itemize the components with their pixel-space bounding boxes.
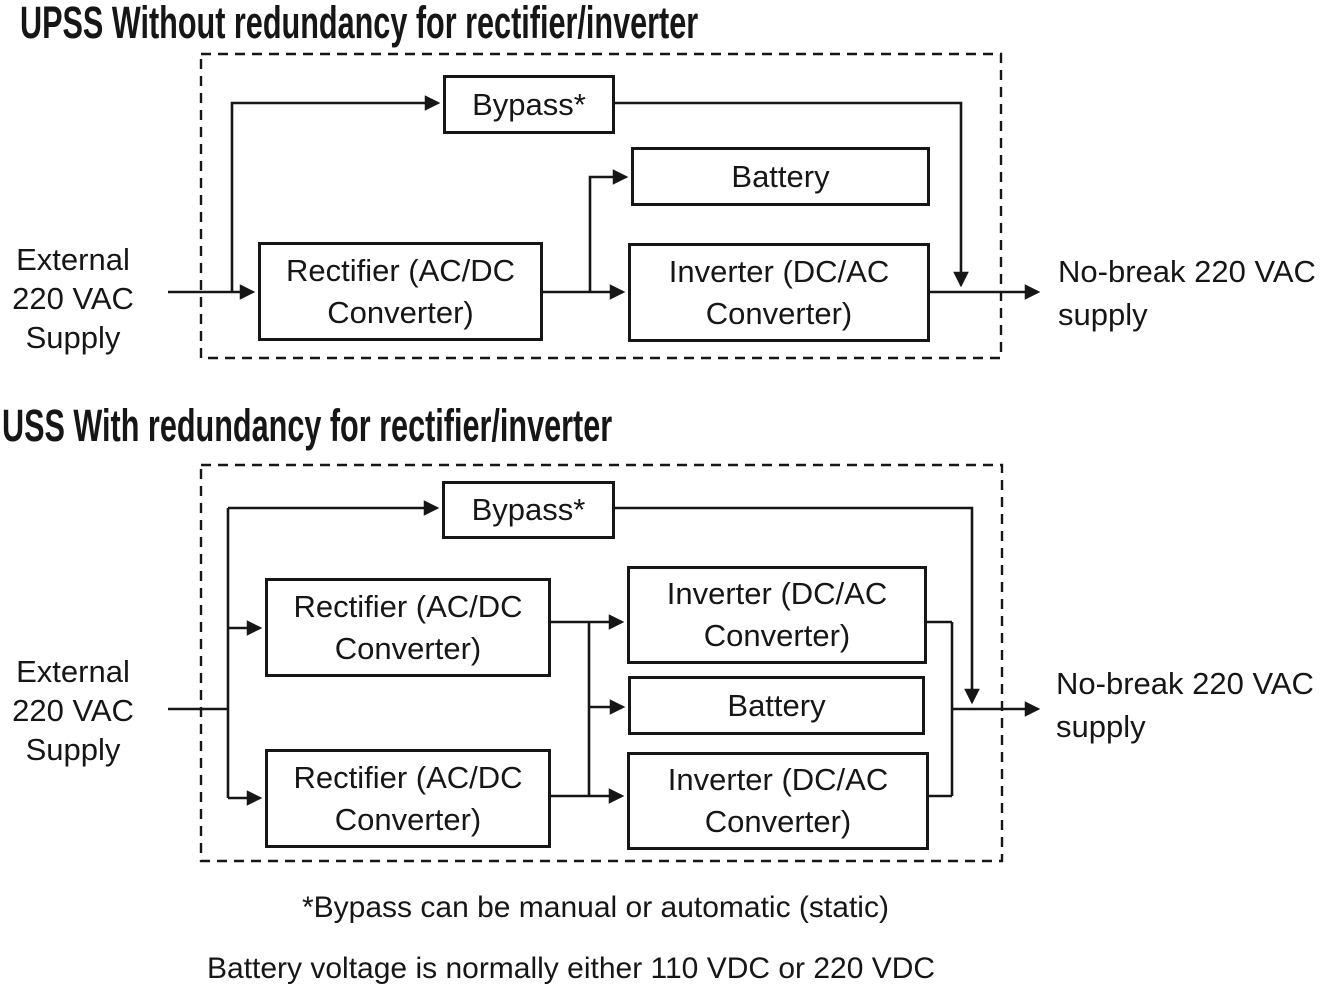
upper-system-boundary (199, 52, 1003, 360)
lower-inverter-a-box: Inverter (DC/AC Converter) (627, 566, 927, 664)
lower-external-supply-label: External 220 VAC Supply (12, 654, 134, 767)
top-battery-feed-line (588, 169, 629, 292)
upper-battery-box: Battery (631, 147, 930, 206)
top-bypass-return-line (615, 101, 969, 288)
lower-battery-box: Battery (628, 676, 925, 735)
lower-diagram-title: USS With redundancy for rectifier/invert… (2, 400, 613, 451)
lower-bypass-box: Bypass* (442, 481, 615, 539)
bypass-footnote: *Bypass can be manual or automatic (stat… (302, 891, 889, 924)
upper-inverter-box: Inverter (DC/AC Converter) (628, 243, 930, 342)
lower-rectifier-b-box: Rectifier (AC/DC Converter) (265, 749, 551, 848)
top-bypass-feed-line (230, 95, 441, 292)
upper-bypass-box: Bypass* (443, 75, 615, 134)
lower-system-boundary (199, 463, 1004, 863)
lower-inverter-b-box: Inverter (DC/AC Converter) (627, 752, 929, 850)
upper-external-supply-label: External 220 VAC Supply (12, 242, 134, 355)
bottom-bypass-return-line (615, 506, 980, 705)
upper-rectifier-box: Rectifier (AC/DC Converter) (258, 242, 543, 341)
upper-no-break-supply-label: No-break 220 VAC supply (1058, 254, 1316, 332)
lower-rectifier-a-box: Rectifier (AC/DC Converter) (265, 578, 551, 677)
lower-no-break-supply-label: No-break 220 VAC supply (1056, 666, 1314, 744)
upper-diagram-title: UPSS Without redundancy for rectifier/in… (20, 0, 699, 48)
battery-footnote: Battery voltage is normally either 110 V… (207, 952, 936, 985)
